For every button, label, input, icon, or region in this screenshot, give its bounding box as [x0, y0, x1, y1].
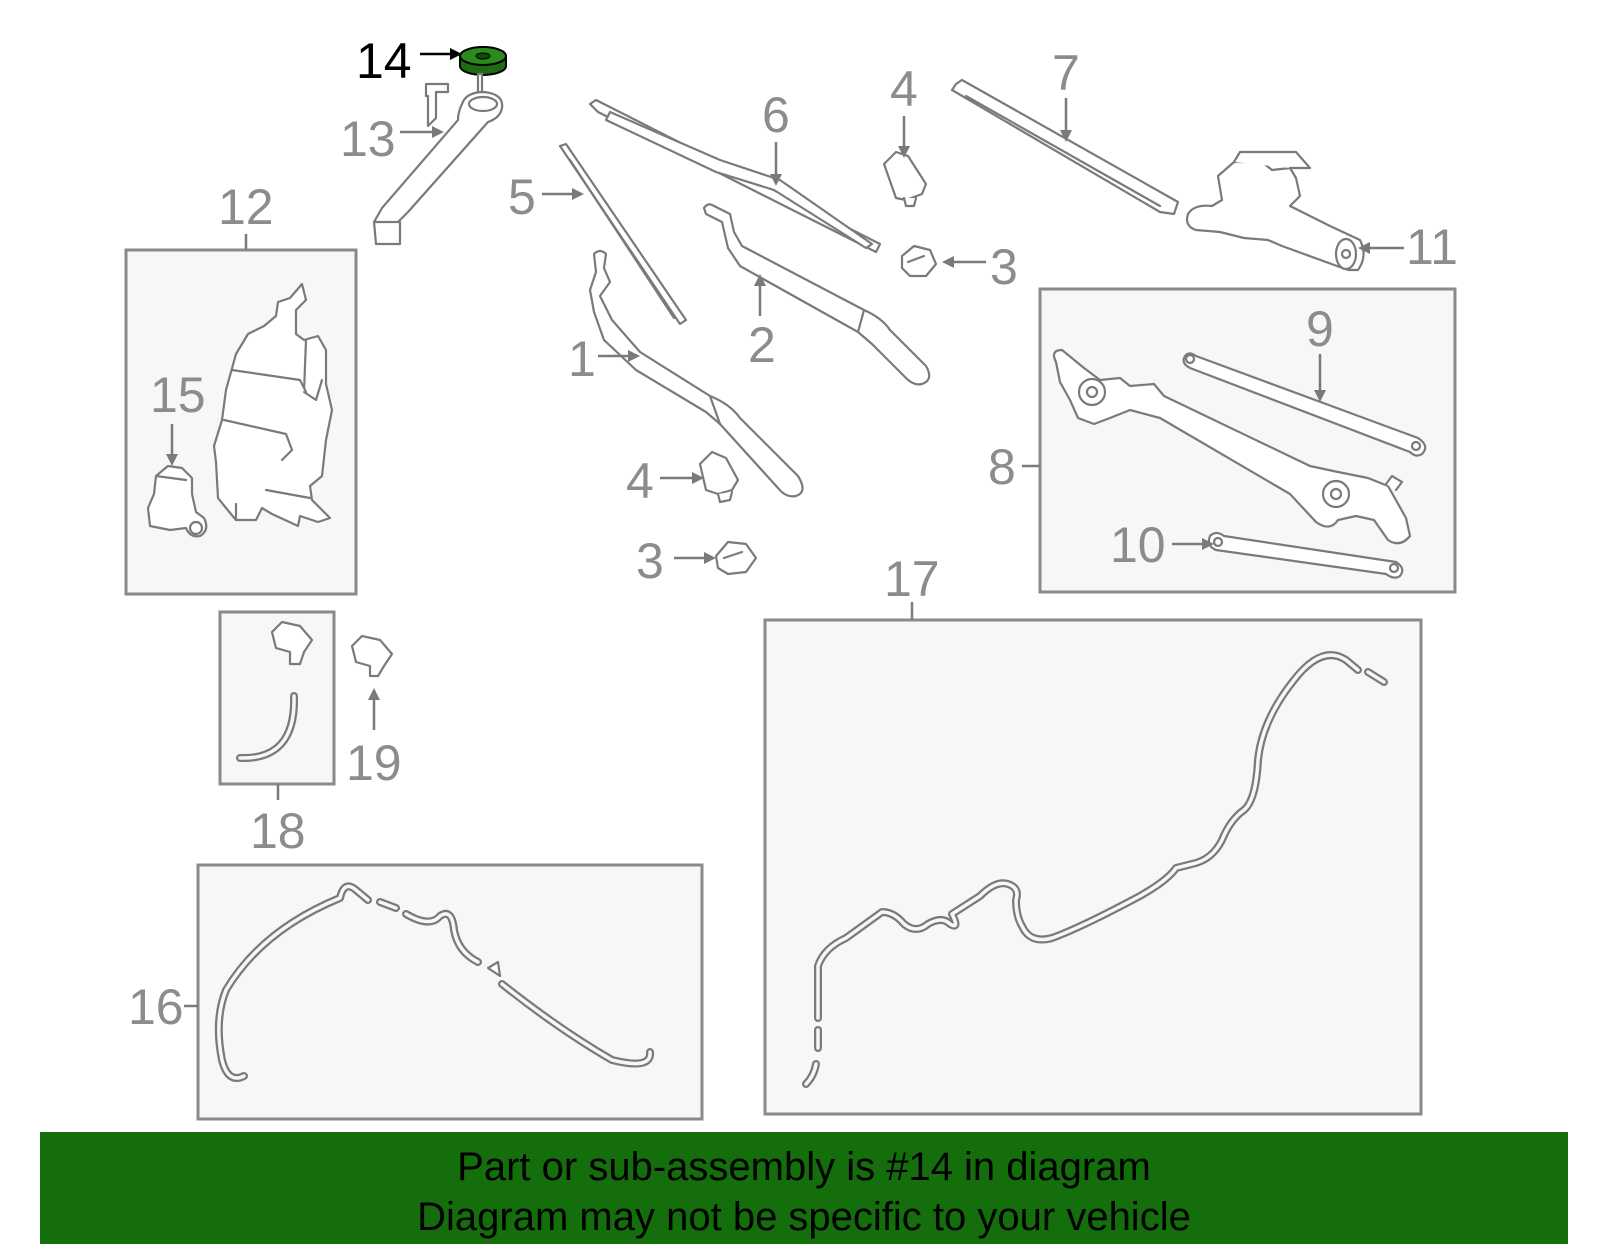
part-12-reservoir	[212, 282, 334, 528]
group-box-17	[763, 618, 1423, 1116]
callout-15: 15	[150, 367, 206, 423]
part-13-washer-neck	[372, 72, 504, 246]
callout-14: 14	[356, 33, 412, 89]
part-19-clip	[350, 634, 394, 678]
callout-4-upper: 4	[890, 61, 918, 117]
part-11-wiper-motor	[1185, 150, 1365, 272]
callout-8: 8	[988, 439, 1016, 495]
callout-6: 6	[762, 87, 790, 143]
callout-11: 11	[1406, 219, 1458, 275]
part-9-rod	[1182, 352, 1427, 457]
callout-13: 13	[340, 111, 396, 167]
callout-17: 17	[884, 551, 940, 607]
footer-banner: Part or sub-assembly is #14 in diagram D…	[40, 1132, 1568, 1244]
part-17-hose	[802, 651, 1388, 1088]
callout-18: 18	[250, 803, 306, 859]
part-16-hose	[214, 882, 655, 1082]
callout-7: 7	[1052, 45, 1080, 101]
callout-1: 1	[568, 331, 596, 387]
callout-2: 2	[748, 317, 776, 373]
part-7-wiper-blade	[950, 78, 1180, 216]
part-10-rod	[1207, 531, 1404, 579]
part-4-cap-lower	[698, 450, 740, 504]
part-14-cap	[459, 46, 507, 76]
callout-12: 12	[218, 179, 274, 235]
group-box-16	[196, 863, 704, 1121]
leader-lines	[166, 48, 1404, 1008]
part-15-washer-pump	[146, 464, 208, 538]
callout-10: 10	[1110, 517, 1166, 573]
part-8-linkage	[1052, 348, 1412, 545]
callout-5: 5	[508, 169, 536, 225]
callout-3-lower: 3	[636, 533, 664, 589]
callout-16: 16	[128, 979, 184, 1035]
part-6-wiper-blade	[588, 98, 882, 254]
callout-4-lower: 4	[626, 453, 654, 509]
part-2-wiper-arm	[702, 203, 931, 386]
footer-part-note: Part or sub-assembly is #14 in diagram	[457, 1145, 1151, 1189]
part-4-cap-upper	[882, 150, 928, 208]
part-5-wiper-blade	[558, 142, 688, 326]
part-3-nut-upper	[900, 244, 938, 278]
callout-3-upper: 3	[990, 239, 1018, 295]
footer-disclaimer: Diagram may not be specific to your vehi…	[417, 1195, 1191, 1239]
part-3-nut-lower	[714, 540, 758, 576]
part-1-wiper-arm	[588, 249, 804, 498]
callout-9: 9	[1306, 301, 1334, 357]
callout-19: 19	[346, 735, 402, 791]
part-18-hose	[236, 620, 314, 763]
